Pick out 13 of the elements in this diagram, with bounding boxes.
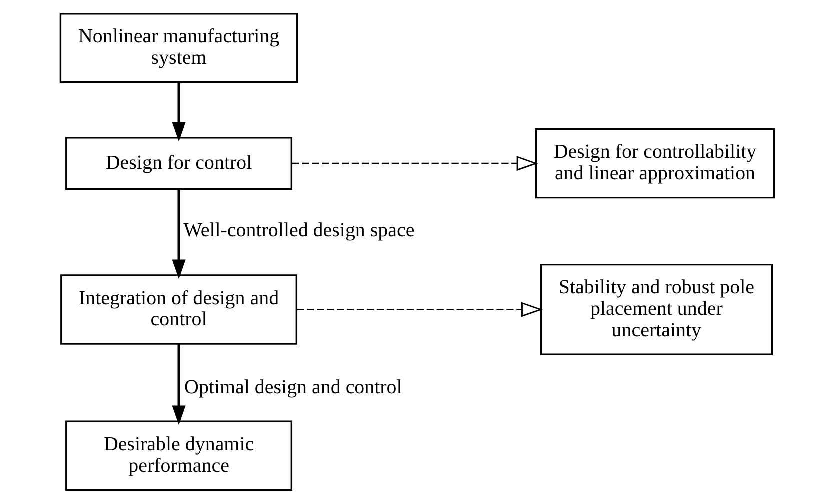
node-box: Design for controllability and linear approximation <box>535 128 776 199</box>
edge-label: Well-controlled design space <box>184 220 415 242</box>
node-box: Design for control <box>66 137 293 190</box>
arrow <box>297 302 543 318</box>
node-box: Integration of design and control <box>60 274 298 345</box>
arrow <box>172 82 186 142</box>
edge-label: Optimal design and control <box>184 376 402 398</box>
arrow <box>292 156 538 172</box>
node-box: Stability and robust pole placement under uncertainty <box>540 264 774 356</box>
node-box: Nonlinear manufacturing system <box>60 13 298 84</box>
arrow <box>172 189 186 280</box>
node-box: Desirable dynamic performance <box>66 420 293 491</box>
arrow <box>172 344 186 426</box>
